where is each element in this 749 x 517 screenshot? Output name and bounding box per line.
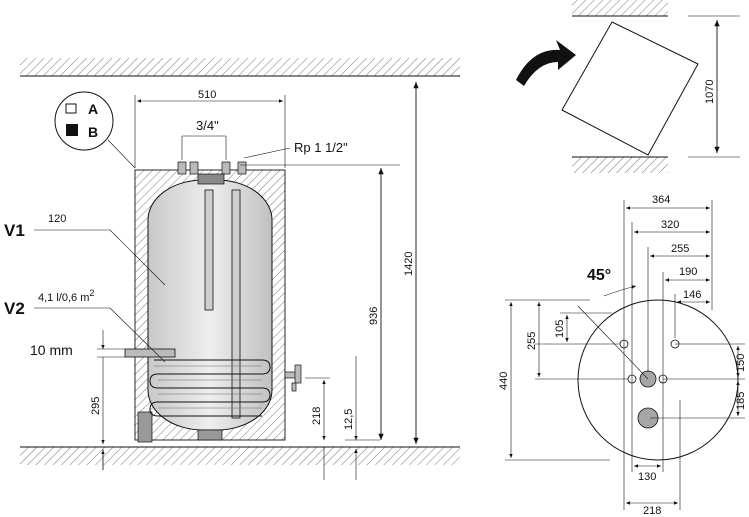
width-dim-1: 320: [661, 219, 679, 231]
v1-value: 120: [48, 213, 66, 225]
coil-inlet-pipe: [124, 348, 176, 358]
total-height-label: 1420: [403, 252, 415, 276]
left-dim-1: 255: [526, 332, 538, 350]
tilt-floor-hatch: [572, 156, 668, 173]
left-dim-2: 105: [554, 320, 566, 338]
thread-size-label: Rp 1 1/2": [294, 140, 348, 155]
bottom-dim-0: 130: [638, 471, 656, 483]
heating-coil: [149, 359, 271, 417]
v2-label: V2: [4, 299, 25, 318]
right-dim-0: 150: [735, 354, 747, 372]
tilted-tank-outline: [561, 21, 699, 156]
outlet-height-label: 936: [368, 307, 380, 325]
top-view: [505, 200, 745, 510]
gap-label: 12,5: [343, 409, 355, 430]
width-dim-0: 364: [652, 194, 670, 206]
tank-width-label: 510: [198, 89, 216, 101]
tilt-ceiling-hatch: [572, 0, 668, 17]
tank-top-outline: [577, 299, 739, 461]
tank-body: [134, 161, 286, 443]
floor-hatch: [20, 446, 460, 465]
width-dim-4: 146: [683, 289, 701, 301]
angle-label: 45°: [587, 267, 611, 284]
clearance-label: 10 mm: [30, 342, 73, 358]
rotate-arrow-icon: [516, 40, 576, 86]
bottom-dim-1: 218: [643, 505, 661, 517]
legend-badge: [54, 91, 136, 169]
legend-label-a: A: [88, 101, 98, 117]
left-dim-0: 440: [498, 372, 510, 390]
coil-bottom-height-label: 295: [90, 397, 102, 415]
width-dim-2: 255: [671, 243, 689, 255]
full-weight-icon: [66, 124, 78, 136]
legend-label-b: B: [88, 124, 98, 140]
drain-height-label: 218: [311, 407, 323, 425]
right-dim-1: 185: [735, 392, 747, 410]
drain-tap: [284, 364, 302, 392]
tilt-height-label: 1070: [704, 80, 716, 104]
empty-weight-icon: [65, 103, 77, 114]
connection-size-label: 3/4": [196, 118, 219, 133]
v2-value: 4,1 l/0,6 m2: [38, 288, 94, 304]
width-dim-3: 190: [679, 266, 697, 278]
ceiling-hatch: [20, 58, 460, 77]
v1-label: V1: [4, 221, 25, 240]
